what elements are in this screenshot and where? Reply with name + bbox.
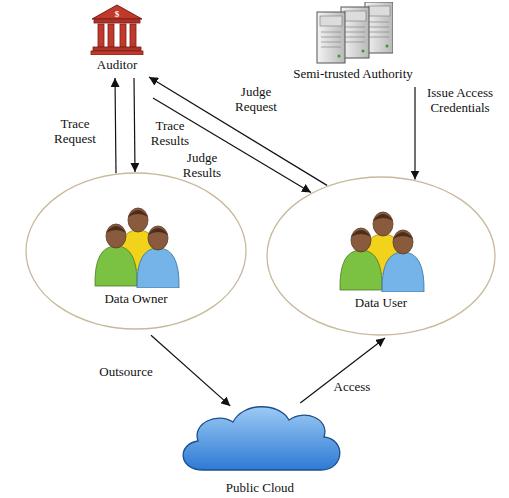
text-block: Auditor	[89, 57, 145, 73]
node-label: Data Owner	[25, 291, 247, 306]
authority-icon	[313, 2, 393, 64]
text-block: Public Cloud	[173, 480, 348, 496]
text-block: Data User	[266, 295, 496, 310]
text-block: Data Owner	[25, 291, 247, 306]
flow-arrow	[151, 335, 230, 406]
cloud-icon-svg	[173, 398, 348, 476]
people-icon-svg	[333, 210, 429, 292]
people-icon-svg	[88, 206, 184, 288]
cloud-node: Public Cloud	[173, 398, 348, 497]
auditor-node: Auditor $	[89, 3, 145, 74]
authority-icon-svg	[313, 2, 393, 64]
people-icon	[88, 206, 184, 288]
data-owner-group: Data Owner	[25, 172, 247, 330]
flow-arrow	[300, 338, 385, 403]
edge-label: Trace Request	[46, 116, 104, 146]
currency-symbol: $	[115, 9, 120, 19]
flow-arrow	[115, 78, 116, 173]
node-label: Data User	[266, 295, 496, 310]
node-label: Public Cloud	[226, 480, 294, 495]
authority-node: Semi-trusted Authority	[289, 2, 417, 83]
edge-label: Issue Access Credentials	[419, 85, 501, 115]
node-label: Semi-trusted Authority	[293, 66, 413, 81]
edge-label: Trace Results	[141, 118, 199, 148]
data-user-group: Data User	[266, 176, 496, 336]
node-label: Auditor	[97, 57, 137, 72]
edge-label: Judge Results	[172, 150, 232, 180]
cloud-icon	[173, 398, 348, 476]
flow-arrow	[134, 78, 135, 172]
people-icon	[333, 210, 429, 292]
edge-label: Access	[322, 379, 382, 394]
edge-label: Judge Request	[226, 84, 286, 114]
flow-arrow	[414, 87, 415, 180]
text-block: Semi-trusted Authority	[289, 66, 417, 82]
edge-label: Outsource	[96, 364, 156, 379]
